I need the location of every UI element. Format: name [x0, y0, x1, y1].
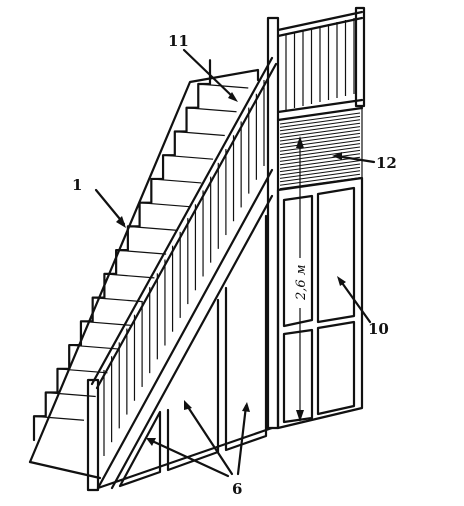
under-stair-panel-1	[118, 410, 162, 488]
label-door: 10	[368, 320, 389, 338]
landing-post	[266, 16, 280, 430]
landing-rail-top	[276, 10, 364, 32]
landing-corner-post	[354, 6, 366, 108]
step-tread	[116, 249, 167, 255]
hatch-line	[279, 156, 361, 169]
door-panel-lower-left	[282, 328, 314, 424]
step-tread	[139, 202, 190, 208]
hatching	[279, 112, 361, 190]
label-stringer: 1	[72, 176, 82, 194]
height-label: 2,6 м	[294, 264, 309, 301]
hatch-line	[279, 149, 361, 162]
step-tread	[127, 225, 178, 231]
leader-6a	[148, 438, 230, 478]
hatch-line	[279, 163, 361, 176]
hatch-line	[279, 139, 361, 152]
step-tread	[163, 154, 214, 160]
inner-stringer	[96, 168, 274, 490]
leader-6c-arrow	[242, 402, 250, 412]
hatch-line	[279, 160, 361, 173]
under-stair-panel-3	[224, 214, 268, 452]
door-frame	[276, 176, 364, 430]
under-stair-base	[96, 426, 274, 490]
inner-stringer-lower	[110, 194, 274, 490]
leader-1-arrow	[116, 216, 126, 228]
hatch-line	[279, 166, 361, 179]
hatch-line	[279, 170, 361, 183]
label-handrail: 11	[168, 32, 189, 50]
hatch-line	[279, 153, 361, 166]
hatch-line	[279, 136, 361, 149]
step-tread	[33, 415, 85, 421]
step-tread	[104, 273, 155, 279]
stair-base-edge	[28, 460, 102, 480]
stair-steps	[32, 59, 249, 442]
under-stair-panel-2	[166, 298, 220, 472]
leader-10	[338, 278, 372, 324]
door-panel-lower-right	[316, 320, 356, 416]
leader-11	[182, 48, 236, 100]
hatch-line	[279, 129, 361, 142]
door-panel-upper-left	[282, 194, 314, 328]
label-landing-panel: 12	[376, 154, 397, 172]
leader-12	[334, 154, 376, 164]
leader-6a-arrow	[146, 438, 156, 446]
step-tread	[198, 83, 249, 89]
leader-12-arrow	[332, 152, 342, 160]
step-tread	[186, 107, 237, 113]
balusters	[103, 80, 265, 456]
door-panel-upper-right	[316, 186, 356, 324]
hatch-line	[279, 126, 361, 139]
leader-6c	[236, 404, 248, 476]
leader-1	[94, 188, 126, 226]
hatch-line	[279, 119, 361, 132]
handrail-lower-edge	[95, 62, 278, 390]
hatch-line	[279, 173, 361, 186]
handrail	[90, 56, 274, 386]
step-tread	[92, 297, 143, 303]
hatch-line	[279, 132, 361, 145]
outer-stringer	[28, 68, 260, 464]
leader-6b-arrow	[184, 400, 192, 410]
landing-balusters	[285, 18, 355, 110]
height-label-bg	[292, 258, 308, 308]
hatch-line	[279, 115, 361, 128]
leader-10-arrow	[337, 276, 346, 286]
height-arrow-top	[296, 136, 304, 148]
leader-11-arrow	[228, 92, 238, 102]
hatch-line	[279, 146, 361, 159]
hatch-line	[279, 122, 361, 135]
height-arrow-bottom	[296, 410, 304, 422]
step-tread	[174, 130, 225, 137]
hatch-line	[279, 112, 361, 125]
label-under-stair-panels: 6	[232, 480, 242, 498]
hatch-line	[279, 143, 361, 156]
step-tread	[80, 320, 131, 326]
step-tread	[151, 178, 202, 184]
newel-post-bottom	[86, 378, 100, 492]
leader-6b	[184, 402, 234, 476]
landing-floor-edge	[276, 98, 364, 114]
